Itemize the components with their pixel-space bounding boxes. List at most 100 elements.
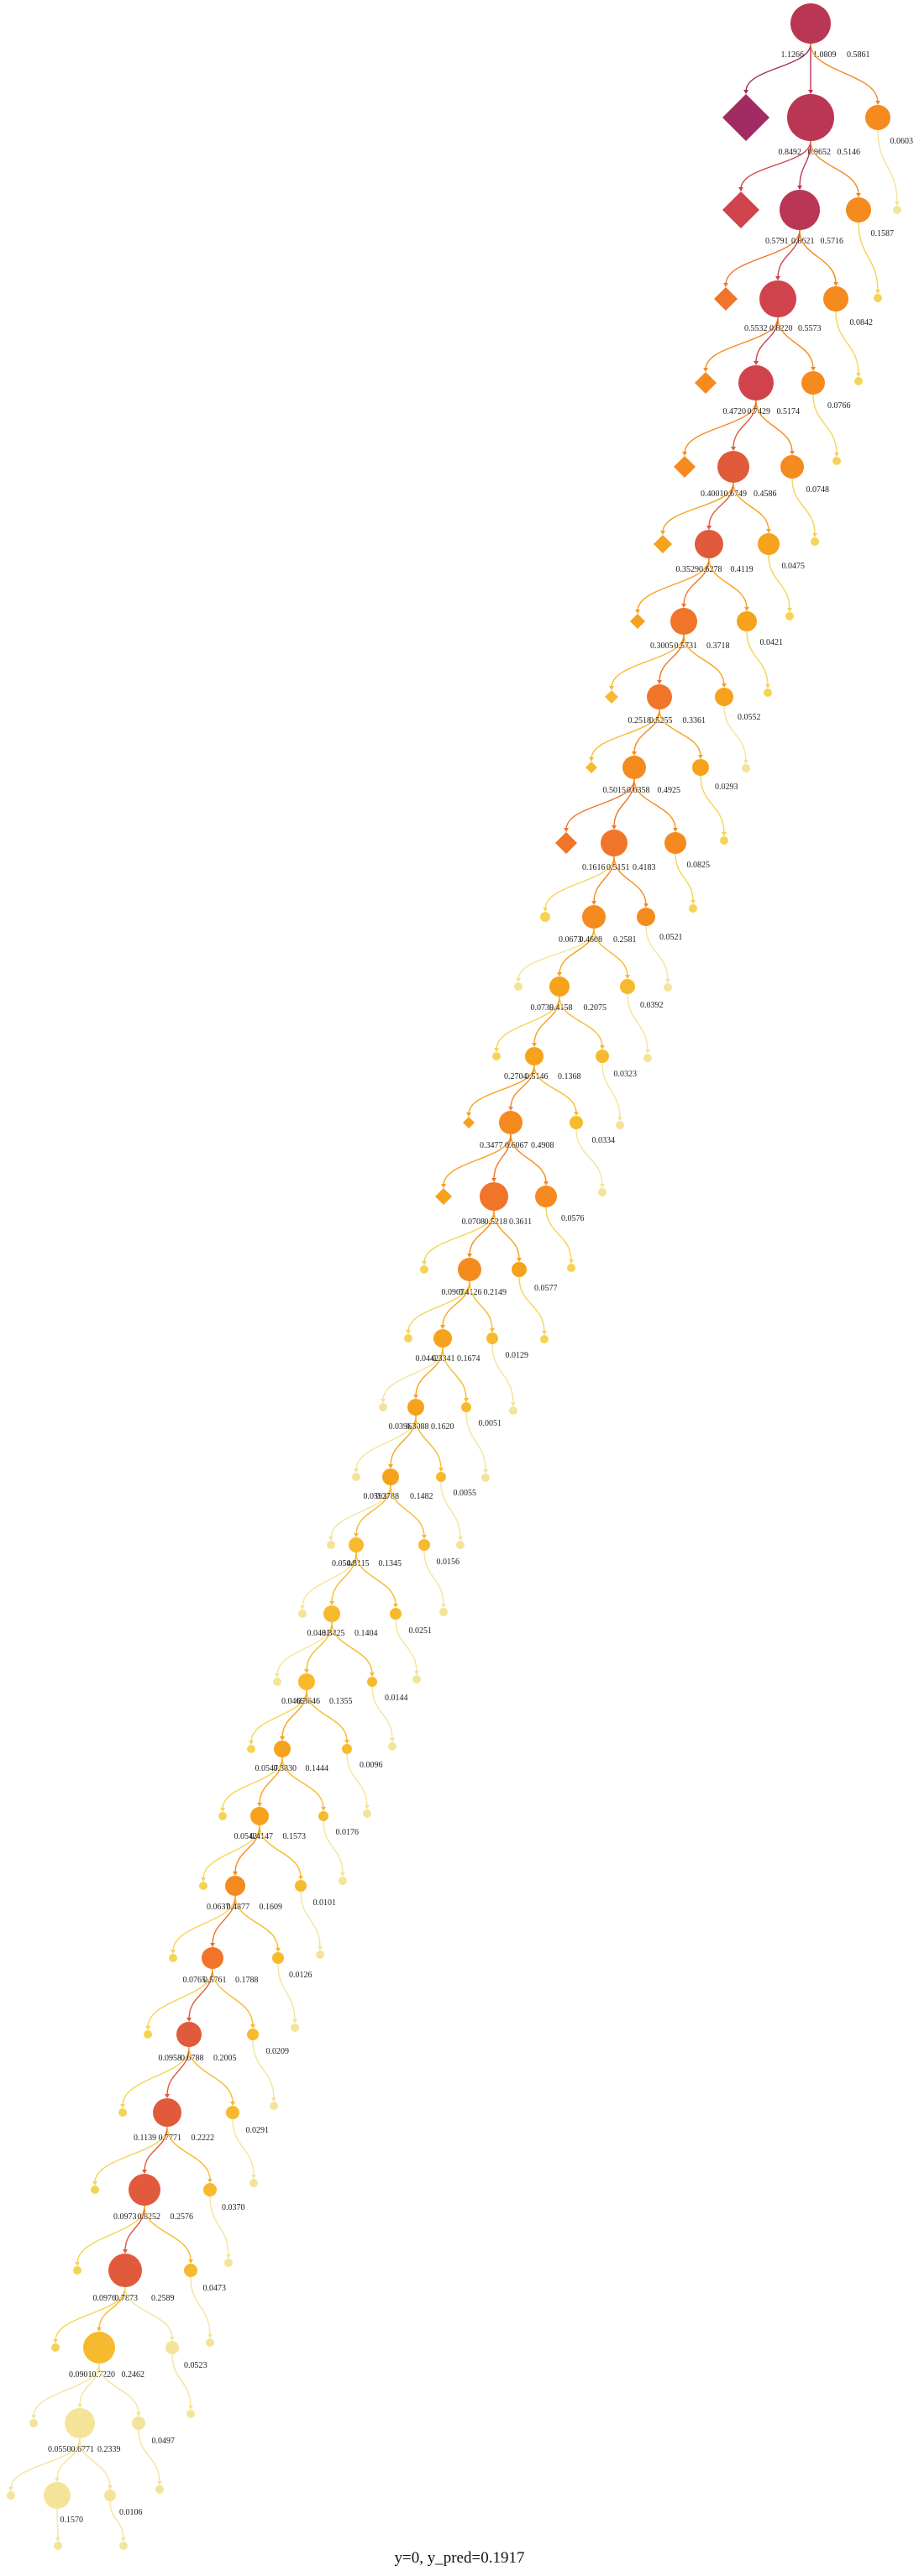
edge-arrowhead xyxy=(201,1877,206,1882)
tree-edge xyxy=(56,2437,81,2480)
edge-arrowhead xyxy=(612,825,617,830)
tree-node-circle xyxy=(407,1399,424,1416)
tree-node-circle xyxy=(144,2030,152,2039)
edge-arrowhead xyxy=(226,2254,231,2259)
edge-label: 0.1482 xyxy=(410,1492,433,1501)
edge-arrowhead xyxy=(120,2104,125,2108)
edge-label: 0.0473 xyxy=(203,2284,227,2293)
edge-label: 0.5861 xyxy=(847,50,870,60)
tree-edge xyxy=(171,2353,192,2408)
tree-node-circle xyxy=(893,206,901,214)
tree-node-circle xyxy=(186,2410,195,2418)
tree-edge xyxy=(76,2205,145,2264)
edge-arrowhead xyxy=(344,1740,349,1744)
edge-arrowhead xyxy=(723,283,728,287)
edge-label: 0.2075 xyxy=(584,1003,607,1013)
edge-label: 0.2518 xyxy=(628,716,652,725)
tree-node-circle xyxy=(823,286,848,312)
tree-edge xyxy=(683,634,725,686)
tree-edge xyxy=(469,1210,495,1256)
edge-arrowhead xyxy=(300,1605,305,1610)
edge-arrowhead xyxy=(738,187,743,191)
tree-node-diamond xyxy=(722,94,769,141)
tree-edge xyxy=(442,1280,470,1327)
edge-label: 0.0958 xyxy=(159,2054,182,2063)
tree-edge xyxy=(740,140,811,190)
edge-arrowhead xyxy=(517,1258,522,1262)
edge-arrowhead xyxy=(123,2249,128,2254)
edge-arrowhead xyxy=(354,1469,359,1473)
tree-node-circle xyxy=(486,1333,498,1344)
tree-edge xyxy=(593,856,615,903)
edge-arrowhead xyxy=(609,686,614,690)
edge-label: 0.0334 xyxy=(592,1136,616,1145)
tree-node-circle xyxy=(225,1876,245,1896)
tree-edge xyxy=(259,1757,283,1805)
edge-label: 0.0901 xyxy=(69,2370,92,2380)
edge-arrowhead xyxy=(271,2097,276,2102)
tree-node-circle xyxy=(670,608,697,635)
edge-arrowhead xyxy=(673,828,678,832)
tree-edge xyxy=(166,2046,190,2097)
tree-edge xyxy=(300,1891,321,1949)
tree-edge xyxy=(390,1415,417,1467)
edge-label: 0.5532 xyxy=(744,324,768,333)
edge-arrowhead xyxy=(388,1464,393,1469)
edge-arrowhead xyxy=(508,1107,513,1111)
tree-node-circle xyxy=(540,1335,549,1343)
edge-label: 0.1345 xyxy=(379,1559,402,1568)
edge-arrowhead xyxy=(55,2537,60,2542)
edge-arrowhead xyxy=(292,2019,297,2024)
edge-label: 0.5146 xyxy=(525,1072,549,1081)
tree-edge xyxy=(355,1552,396,1606)
tree-edge xyxy=(810,140,859,196)
edge-arrowhead xyxy=(811,367,816,371)
tree-edge xyxy=(259,1825,302,1878)
tree-edge xyxy=(98,2363,139,2415)
edge-label: 0.0976 xyxy=(93,2294,117,2303)
tree-edge xyxy=(755,400,793,453)
edge-label: 0.4586 xyxy=(754,490,777,499)
tree-node-circle xyxy=(433,1329,452,1348)
tree-edge xyxy=(94,2126,168,2184)
edge-label: 0.4158 xyxy=(549,1003,573,1013)
tree-edge xyxy=(645,925,669,982)
tree-edge xyxy=(346,1753,368,1808)
edge-arrowhead xyxy=(754,361,759,365)
edge-arrowhead xyxy=(544,1181,549,1186)
tree-node-circle xyxy=(846,197,871,223)
edge-arrowhead xyxy=(440,1325,445,1329)
edge-label: 0.0637 xyxy=(207,1903,230,1912)
edge-label: 0.6067 xyxy=(505,1141,528,1150)
edge-label: 0.0126 xyxy=(289,1971,312,1980)
tree-edge xyxy=(234,1895,279,1950)
tree-node-circle xyxy=(291,2024,299,2032)
edge-arrowhead xyxy=(532,1043,537,1047)
edge-label: 0.2149 xyxy=(484,1288,507,1297)
edge-arrowhead xyxy=(328,1537,333,1541)
tree-node-circle xyxy=(764,689,772,697)
tree-edge xyxy=(390,1484,425,1537)
edge-arrowhead xyxy=(775,276,780,280)
edge-label: 0.0523 xyxy=(184,2361,207,2370)
tree-node-circle xyxy=(780,455,804,479)
tree-node-circle xyxy=(367,1677,377,1687)
edge-arrowhead xyxy=(186,2018,192,2022)
edge-arrowhead xyxy=(413,1395,418,1399)
edge-label: 0.3477 xyxy=(480,1141,503,1150)
tree-edge xyxy=(559,996,603,1048)
edge-arrowhead xyxy=(511,1402,516,1406)
edge-arrowhead xyxy=(441,1184,446,1188)
tree-node-circle xyxy=(379,1403,387,1411)
edge-label: 0.2462 xyxy=(122,2370,145,2380)
tree-node-diamond xyxy=(605,690,618,704)
tree-node-circle xyxy=(218,1812,227,1820)
tree-edge xyxy=(276,1621,333,1676)
tree-edge xyxy=(601,1062,621,1119)
tree-edge xyxy=(725,229,801,285)
tree-edge xyxy=(331,1552,357,1604)
edge-arrowhead xyxy=(393,1604,398,1608)
edge-arrowhead xyxy=(466,1113,471,1117)
tree-edge xyxy=(777,317,814,369)
